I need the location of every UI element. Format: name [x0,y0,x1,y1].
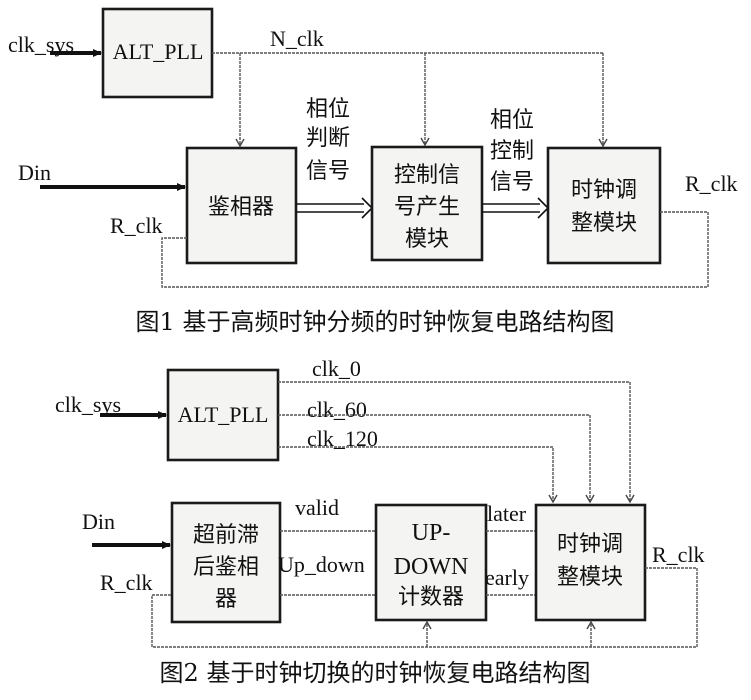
fig2-din-label: Din [82,509,115,534]
fig1-alt-pll-block [101,7,214,99]
fig2-valid-label: valid [295,495,339,520]
fig1-phase-control-line1: 相位 [490,108,534,133]
fig2-updown-counter-block [374,503,488,622]
fig1-phase-control-line2: 控制 [490,139,534,164]
fig1-phase-control-line3: 信号 [490,170,534,195]
fig2-clock-adjust-line1: 时钟调 [557,532,623,557]
fig2-r-clk-out-label: R_clk [652,542,705,567]
fig1-clock-adjust-line1: 时钟调 [571,178,637,203]
fig1-r-clk-out-label: R_clk [685,171,738,196]
fig2-caption: 图2 基于时钟切换的时钟恢复电路结构图 [160,659,591,687]
fig1-double-arrow-1 [296,197,374,219]
fig1-n-clk-label: N_clk [270,26,324,51]
fig2-clk-0-label: clk_0 [312,356,361,381]
fig2-early-label: early [485,565,529,590]
fig2-r-clk-in-label: R_clk [100,570,153,595]
fig1-alt-pll-label: ALT_PLL [113,39,204,64]
fig1-caption: 图1 基于高频时钟分频的时钟恢复电路结构图 [136,308,615,336]
fig1-r-clk-in-label: R_clk [110,213,163,238]
fig2-clk-60-label: clk_60 [307,397,367,422]
fig2-later-label: later [487,501,527,526]
fig1-din-label: Din [18,160,51,185]
fig2-alt-pll-label: ALT_PLL [178,402,269,427]
fig2-detector-line1: 超前滞 [193,523,259,548]
fig2-clk-sys-label: clk_sys [55,392,121,417]
fig1-phase-detector-block [185,146,298,265]
fig2-clk-60-wire [278,414,595,504]
figure-1: clk_sys ALT_PLL N_clk Din 鉴相器 相位 判断 信号 控… [8,7,738,336]
fig1-r-clk-feedback-wire [161,211,709,288]
fig2-clk-0-wire [278,381,635,504]
fig1-control-gen-line3: 模块 [405,227,449,252]
fig2-counter-line1: UP- [412,520,451,546]
fig2-detector-line3: 器 [215,587,237,612]
fig2-clock-adjust-block [534,503,647,622]
fig1-clock-adjust-line2: 整模块 [571,211,637,236]
fig1-clock-adjust-block [546,146,662,265]
fig2-detector-line2: 后鉴相 [193,555,259,580]
fig1-phase-detector-label: 鉴相器 [208,195,274,220]
fig1-phase-judge-line2: 判断 [306,126,350,151]
fig1-double-arrow-2 [482,197,550,219]
fig2-clk-120-wire [278,446,558,504]
fig2-clock-adjust-line2: 整模块 [557,565,623,590]
fig2-counter-line2: DOWN [394,554,469,580]
fig1-phase-judge-line3: 信号 [306,159,350,184]
fig2-early-late-detector-block [170,501,282,624]
fig1-control-gen-line2: 号产生 [394,195,460,220]
fig2-up-down-label: Up_down [278,552,365,577]
fig2-counter-line3: 计数器 [398,585,464,610]
fig1-phase-judge-line1: 相位 [306,97,350,122]
fig1-control-gen-line1: 控制信 [394,163,460,188]
figure-2: clk_sys ALT_PLL clk_0 clk_60 clk_120 Din… [55,356,705,687]
fig2-alt-pll-block [166,368,280,462]
